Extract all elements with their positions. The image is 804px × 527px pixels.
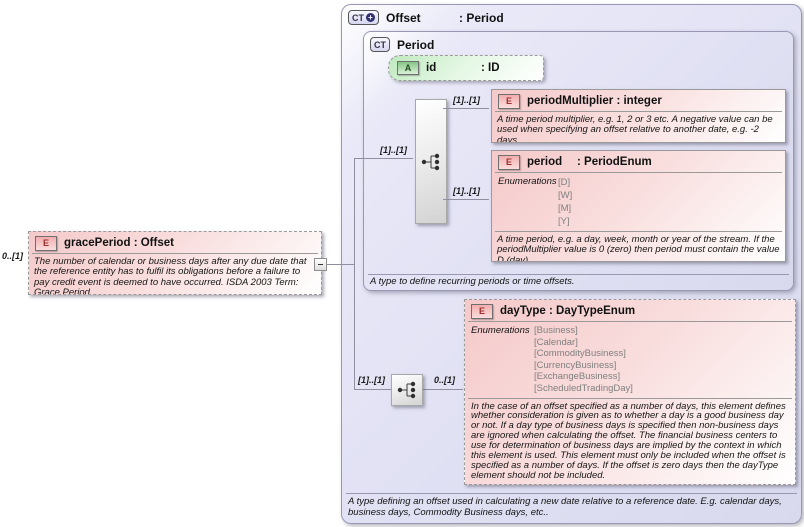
- period-complextype-box[interactable]: CT Period A id : ID: [363, 31, 794, 291]
- divider: [495, 172, 782, 173]
- element-name: period: [527, 156, 563, 168]
- sequence-compositor-icon: [421, 153, 440, 170]
- divider: [495, 231, 782, 232]
- divider: [468, 397, 792, 399]
- sequence-compositor[interactable]: [415, 99, 447, 224]
- element-badge-icon: E: [498, 93, 520, 109]
- minus-icon: [318, 264, 323, 265]
- connector-line: [443, 108, 489, 109]
- period-type-annotation: A type to define recurring periods or ti…: [370, 276, 575, 287]
- sequence-compositor-icon: [397, 381, 416, 399]
- attribute-name: id: [426, 62, 437, 74]
- connector-trunk-line: [354, 158, 355, 390]
- type-name: Period: [397, 37, 435, 52]
- divider: [495, 111, 782, 112]
- daytype-element-box[interactable]: E dayType : DayTypeEnum Enumerations [Bu…: [464, 299, 796, 485]
- complextype-badge-text: CT: [352, 12, 364, 23]
- graceperiod-element-box[interactable]: E gracePeriod : Offset The number of cal…: [28, 231, 322, 295]
- id-attribute-box[interactable]: A id : ID: [388, 55, 544, 81]
- annotation-text: A time period multiplier, e.g. 1, 2 or 3…: [497, 114, 773, 143]
- connector-line: [354, 389, 391, 390]
- cardinality-label: 0..[1]: [434, 375, 456, 385]
- complextype-badge-icon: CT: [370, 37, 390, 52]
- daytype-element-header[interactable]: E dayType : DayTypeEnum: [465, 300, 795, 320]
- period-complextype-header[interactable]: CT Period: [364, 32, 793, 54]
- element-badge-icon: E: [498, 154, 520, 170]
- enumeration-values: [Business][Calendar][CommodityBusiness][…: [534, 325, 633, 394]
- periodmultiplier-element-header[interactable]: E periodMultiplier : integer: [492, 90, 785, 110]
- attribute-badge-icon: A: [397, 61, 419, 75]
- cardinality-label: [1]..[1]: [380, 145, 407, 155]
- enumeration-values: [D][W][M][Y]: [558, 177, 573, 227]
- connector-line: [443, 199, 489, 200]
- enumerations-section: Enumerations [Business][Calendar][Commod…: [465, 322, 795, 397]
- collapse-handle[interactable]: [314, 258, 327, 271]
- element-badge-icon: E: [471, 303, 493, 319]
- base-type: : Period: [459, 10, 504, 25]
- enumerations-label: Enumerations: [498, 176, 557, 187]
- graceperiod-element-header[interactable]: E gracePeriod : Offset: [29, 232, 321, 252]
- offset-complextype-header[interactable]: CT + Offset : Period: [342, 5, 801, 27]
- element-name: gracePeriod: [64, 237, 131, 249]
- cardinality-label: [1]..[1]: [453, 186, 480, 196]
- enumerations-label: Enumerations: [471, 325, 530, 336]
- type-name: Offset: [386, 10, 421, 25]
- cardinality-label: [1]..[1]: [358, 375, 385, 385]
- element-name: periodMultiplier: [527, 95, 614, 107]
- connector-line: [326, 264, 354, 265]
- annotation-text: The number of calendar or business days …: [34, 256, 307, 295]
- element-type: : DayTypeEnum: [549, 305, 636, 317]
- cardinality-label: 0..[1]: [2, 251, 24, 261]
- connector-line: [354, 158, 413, 159]
- element-type: : Offset: [133, 237, 174, 249]
- period-element-box[interactable]: E period : PeriodEnum Enumerations [D][W…: [491, 150, 786, 262]
- attribute-type: : ID: [481, 62, 500, 74]
- enumerations-section: Enumerations [D][W][M][Y]: [492, 173, 785, 230]
- connector-line: [421, 389, 463, 390]
- divider: [32, 253, 318, 254]
- sequence-compositor[interactable]: [391, 374, 423, 406]
- plus-icon: +: [366, 13, 375, 22]
- element-type: : integer: [616, 95, 662, 107]
- periodmultiplier-element-box[interactable]: E periodMultiplier : integer A time peri…: [491, 89, 786, 143]
- divider: [468, 321, 792, 322]
- divider: [368, 274, 789, 275]
- offset-complextype-box[interactable]: CT + Offset : Period CT Period A id : ID: [341, 4, 802, 524]
- period-element-header[interactable]: E period : PeriodEnum: [492, 151, 785, 171]
- divider: [346, 493, 797, 494]
- cardinality-label: [1]..[1]: [453, 95, 480, 105]
- element-name: dayType: [500, 305, 546, 317]
- offset-type-annotation: A type defining an offset used in calcul…: [348, 496, 782, 518]
- element-type: : PeriodEnum: [577, 156, 652, 168]
- complextype-plus-badge-icon: CT +: [348, 10, 379, 25]
- annotation-text: In the case of an offset specified as a …: [471, 400, 786, 481]
- element-badge-icon: E: [35, 235, 57, 251]
- annotation-text: A time period, e.g. a day, week, month o…: [497, 234, 780, 262]
